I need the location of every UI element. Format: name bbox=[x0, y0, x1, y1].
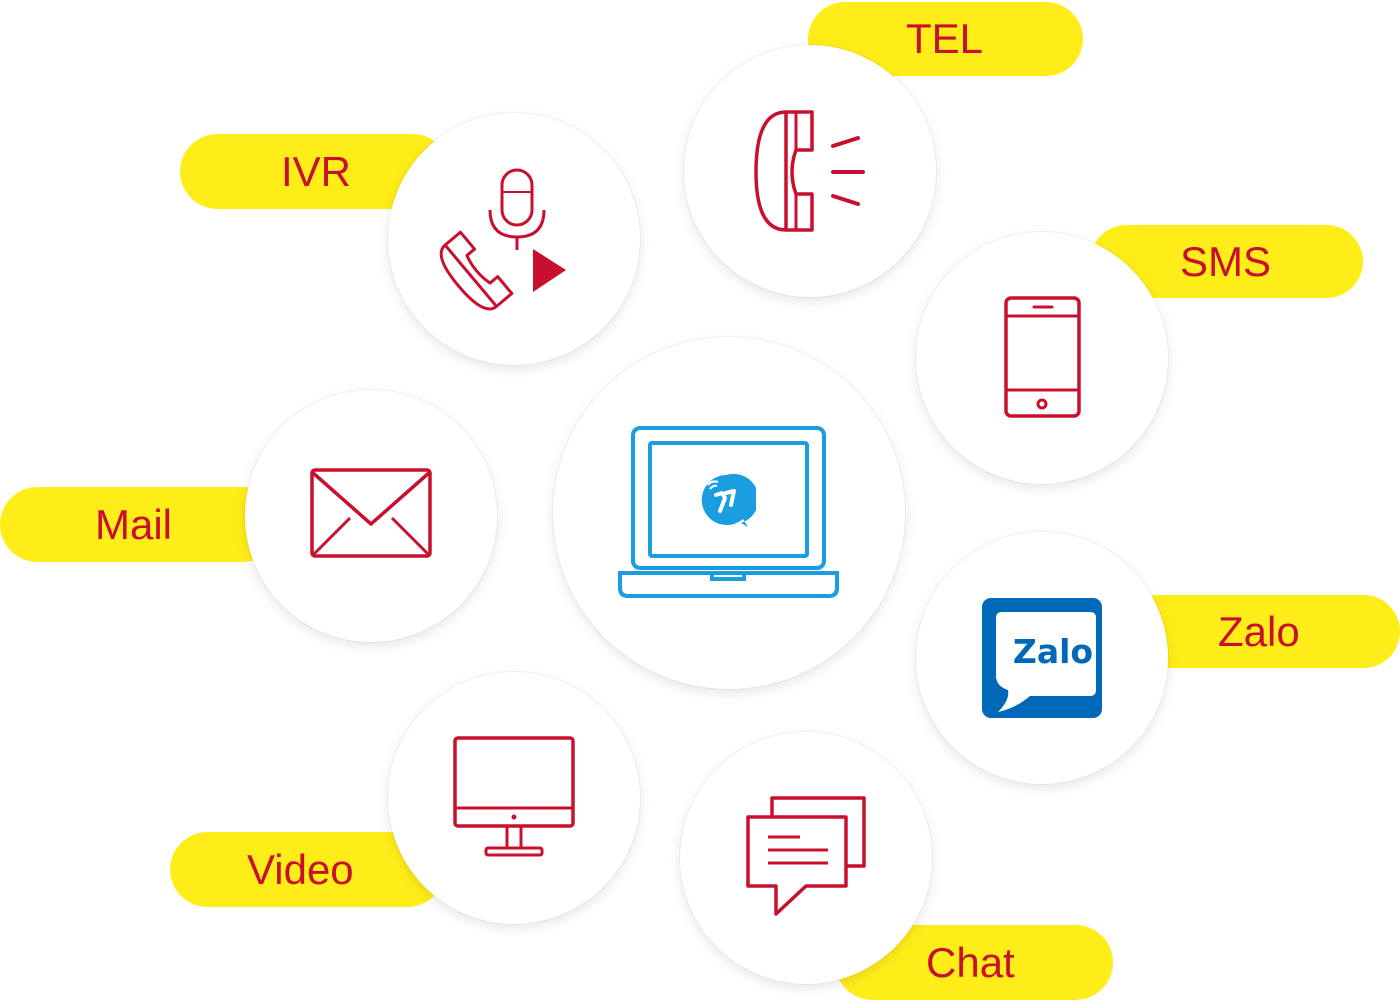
chat-bubbles-icon bbox=[746, 796, 866, 916]
smartphone-icon bbox=[1004, 296, 1081, 418]
sms-circle bbox=[916, 232, 1168, 484]
phone-receiver-icon bbox=[754, 110, 865, 232]
mail-circle bbox=[245, 390, 497, 642]
zalo-logo-icon: Zalo bbox=[982, 598, 1102, 718]
tel-circle bbox=[684, 45, 936, 297]
monitor-icon bbox=[453, 736, 575, 857]
center-circle bbox=[553, 337, 905, 689]
brand-logo-icon bbox=[701, 473, 756, 527]
zalo-circle: Zalo bbox=[916, 532, 1168, 784]
ivr-circle bbox=[388, 113, 640, 365]
mail-label: Mail bbox=[95, 500, 173, 548]
mail-label-pill: Mail bbox=[0, 487, 280, 562]
tel-label: TEL bbox=[906, 15, 984, 62]
video-label: Video bbox=[247, 845, 354, 893]
sms-label: SMS bbox=[1180, 237, 1272, 285]
ivr-label: IVR bbox=[281, 147, 352, 195]
video-circle bbox=[388, 672, 640, 924]
zalo-logo-text: Zalo bbox=[1013, 632, 1093, 671]
laptop-icon bbox=[618, 426, 839, 598]
zalo-label: Zalo bbox=[1218, 607, 1300, 655]
chat-label: Chat bbox=[926, 938, 1015, 986]
ivr-microphone-phone-icon bbox=[439, 168, 566, 311]
chat-circle bbox=[680, 732, 932, 984]
envelope-icon bbox=[310, 468, 432, 558]
